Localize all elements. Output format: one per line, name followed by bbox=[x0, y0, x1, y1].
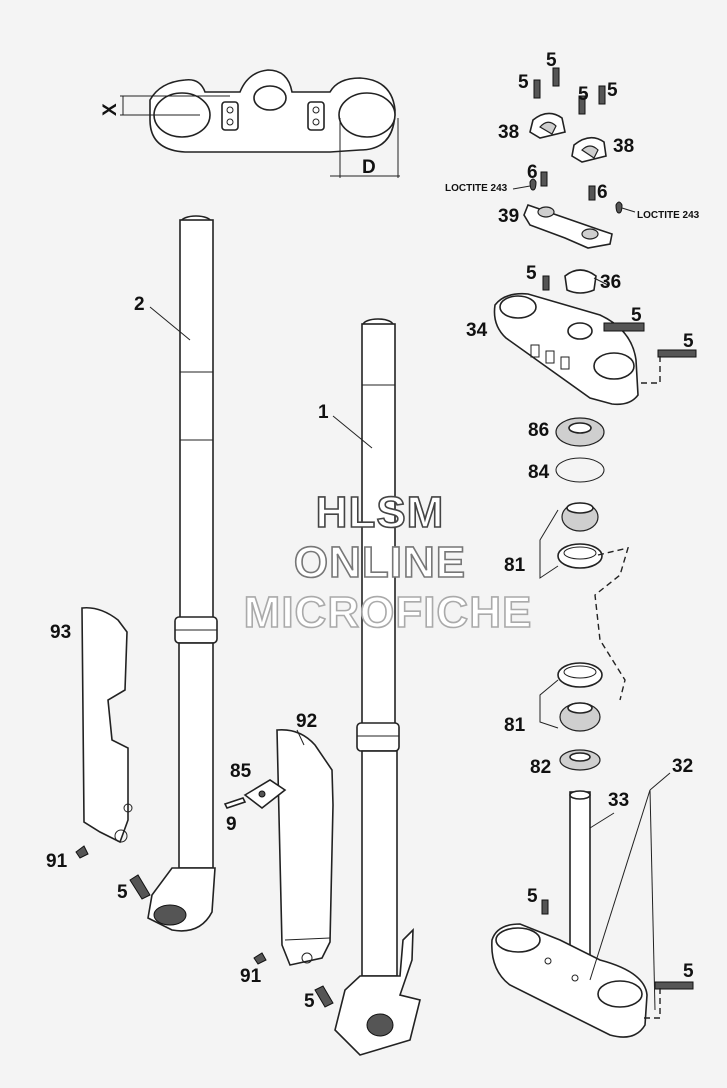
callout-5: 5 bbox=[631, 305, 642, 326]
callout-6: 6 bbox=[527, 162, 538, 183]
callout-38: 38 bbox=[613, 136, 634, 157]
callout-5: 5 bbox=[526, 263, 537, 284]
callout-84: 84 bbox=[528, 462, 550, 483]
dust-seal-86 bbox=[555, 417, 605, 447]
handlebar-clamp-38-right bbox=[571, 136, 607, 163]
screws-6 bbox=[529, 171, 623, 214]
callout-6: 6 bbox=[597, 182, 608, 203]
upper-triple-clamp-34 bbox=[493, 269, 697, 406]
seal-82 bbox=[559, 749, 601, 771]
callout-38: 38 bbox=[498, 122, 519, 143]
callout-32: 32 bbox=[672, 756, 693, 777]
handlebar-clamp-base-39 bbox=[523, 203, 613, 249]
callout-91: 91 bbox=[46, 851, 68, 872]
foot-screw-5-left bbox=[129, 874, 151, 900]
bearing-81-upper bbox=[539, 502, 603, 579]
loctite-label-right: LOCTITE 243 bbox=[637, 210, 700, 221]
callout-1: 1 bbox=[318, 402, 329, 423]
handlebar-clamp-38-left bbox=[529, 112, 566, 139]
triple-clamp-dimension-view bbox=[120, 69, 400, 178]
callout-5: 5 bbox=[304, 991, 315, 1012]
callout-5: 5 bbox=[117, 882, 128, 903]
callout-5: 5 bbox=[607, 80, 618, 101]
foot-screw-5-right bbox=[314, 985, 334, 1008]
watermark-line-2: ONLINE bbox=[294, 538, 466, 587]
loctite-label-left: LOCTITE 243 bbox=[445, 183, 508, 194]
callout-9: 9 bbox=[226, 814, 237, 835]
fork-leg-1 bbox=[334, 318, 421, 1056]
lower-triple-clamp-32 bbox=[491, 790, 694, 1038]
guard-screw-91-left bbox=[75, 845, 89, 859]
callout-2: 2 bbox=[134, 294, 145, 315]
callout-85: 85 bbox=[230, 761, 252, 782]
callout-5: 5 bbox=[518, 72, 529, 93]
fork-guard-93 bbox=[81, 606, 133, 844]
bearing-81-lower bbox=[539, 662, 603, 732]
watermark-line-3: MICROFICHE bbox=[244, 588, 533, 637]
callout-5: 5 bbox=[546, 50, 557, 71]
callout-81: 81 bbox=[504, 715, 526, 736]
o-ring-84 bbox=[555, 457, 605, 483]
callout-81: 81 bbox=[504, 555, 526, 576]
fork-guard-92 bbox=[276, 728, 334, 966]
steering-head-outline bbox=[594, 547, 630, 701]
callout-36: 36 bbox=[600, 272, 621, 293]
callout-34: 34 bbox=[466, 320, 488, 341]
callout-93: 93 bbox=[50, 622, 71, 643]
watermark-line-1: HLSM bbox=[316, 488, 445, 537]
callout-5: 5 bbox=[527, 886, 538, 907]
brake-line-clamp-85 bbox=[223, 779, 287, 810]
callout-5: 5 bbox=[683, 331, 694, 352]
handlebar-clamp-screws-5 bbox=[533, 67, 606, 115]
dimension-x-label: X bbox=[100, 103, 121, 116]
leader-lines bbox=[149, 185, 671, 1011]
callout-5: 5 bbox=[578, 84, 589, 105]
callout-91: 91 bbox=[240, 966, 262, 987]
callout-92: 92 bbox=[296, 711, 317, 732]
dimension-d-label: D bbox=[362, 157, 376, 178]
callout-86: 86 bbox=[528, 420, 549, 441]
callout-5: 5 bbox=[683, 961, 694, 982]
guard-screw-91-right bbox=[253, 952, 267, 965]
fork-leg-2 bbox=[147, 215, 218, 932]
callout-39: 39 bbox=[498, 206, 519, 227]
callout-33: 33 bbox=[608, 790, 629, 811]
callout-82: 82 bbox=[530, 757, 551, 778]
